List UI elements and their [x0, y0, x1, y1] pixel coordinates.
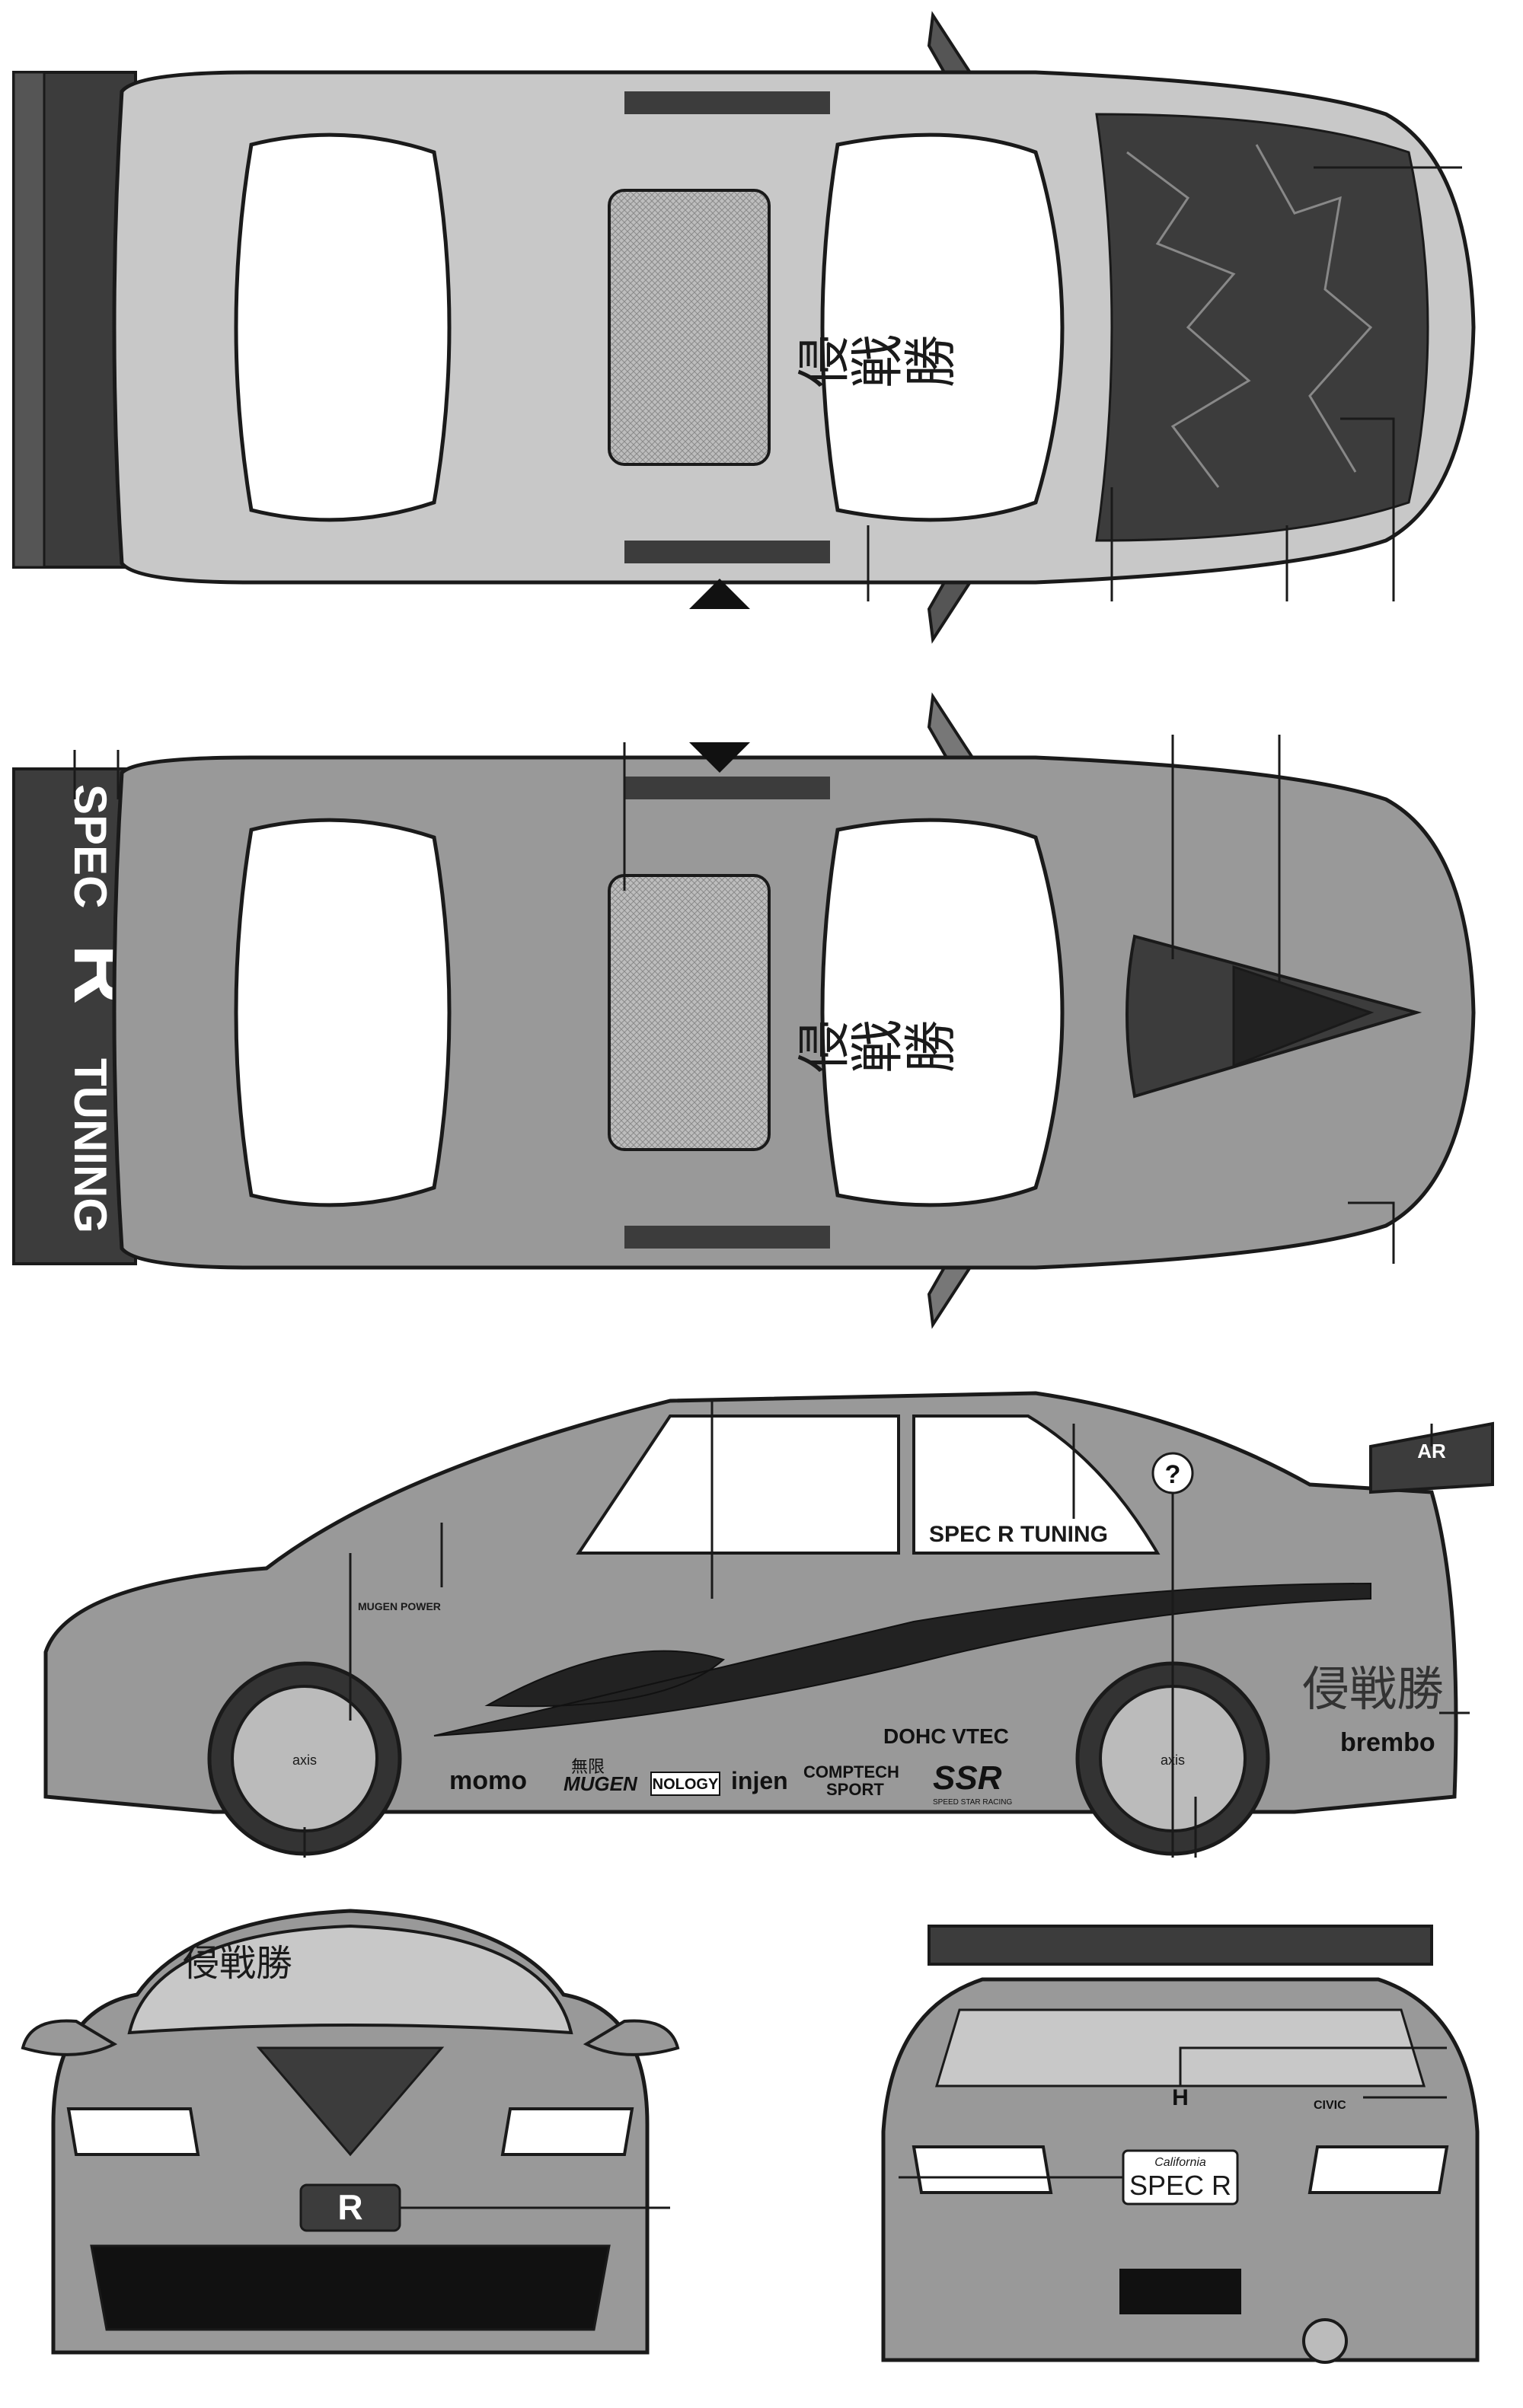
callout-lines-1 — [867, 166, 1462, 601]
front-windshield — [127, 1924, 573, 2035]
front-mirror-right — [583, 2019, 680, 2056]
rear-taillight-right — [1307, 2145, 1449, 2194]
side-glass-rear — [912, 1415, 1161, 1555]
side-rear-wing — [1369, 1421, 1494, 1494]
side-decal-nology-box — [650, 1772, 720, 1796]
side-window-strip-bottom — [624, 541, 830, 563]
front-wheel-brand: axis — [292, 1753, 317, 1768]
side-decal-kanji: 侵戦勝 — [1302, 1661, 1444, 1717]
top-view-1: 侵戦勝 — [12, 11, 1476, 644]
top-view-2: SPEC R TUNING 侵戦勝 — [12, 692, 1476, 1329]
rear-plate-number: SPEC R — [1129, 2170, 1231, 2201]
hood-graphic — [1095, 113, 1429, 542]
side-tribal-graphic — [433, 1582, 1371, 1737]
side-window-strip-top-2 — [624, 777, 830, 799]
side-decal-vtec: DOHC VTEC — [883, 1724, 1009, 1748]
rear-view-wing — [928, 1925, 1433, 1966]
direction-arrow-up — [689, 579, 750, 609]
rear-window — [234, 132, 452, 522]
front-mirror-left — [21, 2019, 118, 2056]
windshield-kanji-2: 侵戦勝 — [796, 1019, 956, 1082]
rear-exhaust — [1302, 2318, 1348, 2364]
wing-decal-spec: SPEC — [65, 784, 116, 908]
side-decal-comptech-1: COMPTECH — [803, 1762, 899, 1781]
front-intake — [90, 2244, 611, 2331]
rear-wing-endplate-left — [12, 71, 46, 569]
sunroof-mesh — [608, 189, 771, 466]
side-decal-momo: momo — [449, 1766, 527, 1795]
windshield-2 — [820, 818, 1065, 1207]
rear-plate-state: California — [1154, 2156, 1206, 2169]
wing-decal-tuning: TUNING — [65, 1058, 116, 1233]
rear-window-2 — [234, 818, 452, 1207]
callout-lines-3 — [303, 1401, 1470, 1858]
rear-taillight-left — [912, 2145, 1053, 2194]
side-decal-nology: NOLOGY — [653, 1776, 719, 1793]
callout-lines-2 — [73, 735, 1395, 1264]
side-decal-mugen-jp: 無限 — [571, 1758, 605, 1777]
hood-scoop-inner — [1232, 965, 1375, 1068]
side-window-strip-top — [624, 91, 830, 114]
side-decal-brembo: brembo — [1340, 1728, 1435, 1757]
rear-civic-badge: CIVIC — [1314, 2099, 1346, 2112]
side-decal-ssr: SSR — [933, 1759, 1002, 1797]
rear-lower-plate-recess — [1119, 2269, 1241, 2314]
direction-arrow-down — [689, 742, 750, 773]
side-decal-speed-star: SPEED STAR RACING — [933, 1798, 1012, 1807]
side-view: axis axis SPEC R TUNING MUGEN POWER momo… — [43, 1391, 1494, 1858]
side-glass-front — [576, 1415, 900, 1555]
front-plate-text: R — [337, 2187, 362, 2227]
side-decal-injen: injen — [731, 1767, 788, 1794]
rear-honda-badge: H — [1172, 2085, 1189, 2110]
rear-view: California SPEC R H CIVIC — [881, 1925, 1480, 2364]
front-headlight-left — [66, 2107, 200, 2156]
front-headlight-right — [500, 2107, 634, 2156]
side-decal-mugen: MUGEN — [564, 1772, 638, 1795]
windshield — [820, 132, 1065, 522]
windshield-kanji-1: 侵戦勝 — [796, 334, 956, 397]
car-body-2 — [112, 755, 1476, 1270]
callout-lines-5 — [899, 2046, 1447, 2179]
side-window-strip-bottom-2 — [624, 1226, 830, 1249]
question-mark-text: ? — [1165, 1460, 1181, 1489]
front-windshield-kanji: 侵戦勝 — [183, 1942, 292, 1985]
front-hood-scoop — [256, 2046, 445, 2157]
hood-flame-detail — [1126, 144, 1373, 488]
side-decal-comptech-2: SPORT — [826, 1780, 884, 1799]
side-decal-mugen-power: MUGEN POWER — [358, 1600, 441, 1612]
front-view: 侵戦勝 R — [21, 1909, 680, 2355]
sunroof-mesh-2 — [608, 874, 771, 1151]
side-decal-spec-r-tuning: SPEC R TUNING — [929, 1522, 1108, 1547]
